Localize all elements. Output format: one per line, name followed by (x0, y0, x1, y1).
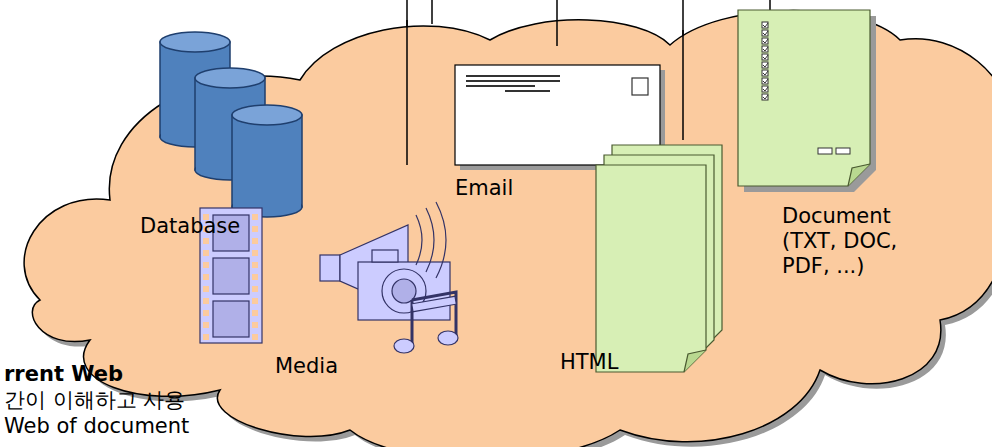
film-hole (203, 310, 209, 316)
checkmark (763, 79, 768, 83)
html-label: HTML (560, 350, 618, 375)
checkmark (763, 87, 768, 91)
film-hole (252, 298, 258, 304)
checkbox (762, 22, 768, 28)
checkbox (762, 94, 768, 100)
film-hole (203, 274, 209, 280)
film-hole (203, 238, 209, 244)
note-text: 간이 이해하고 사용 (4, 388, 185, 413)
checkbox (762, 54, 768, 60)
checkbox (762, 38, 768, 44)
film-hole (252, 274, 258, 280)
note-text: Web of document (4, 414, 189, 439)
film-hole (252, 286, 258, 292)
film-hole (203, 322, 209, 328)
media-label: Media (275, 354, 338, 379)
checkbox (762, 62, 768, 68)
film-hole (252, 334, 258, 340)
checkmark (763, 71, 768, 75)
film-hole (203, 286, 209, 292)
checkmark (763, 31, 768, 35)
document-icon (738, 10, 876, 192)
film-hole (203, 262, 209, 268)
film-hole (203, 334, 209, 340)
checkmark (763, 47, 768, 51)
checkmark (763, 55, 768, 59)
film-hole (252, 226, 258, 232)
checkbox (762, 30, 768, 36)
checkmark (763, 63, 768, 67)
checkmark (763, 39, 768, 43)
film-hole (203, 298, 209, 304)
heading-text: rrent Web (4, 362, 123, 387)
film-hole (252, 214, 258, 220)
checkmark (763, 95, 768, 99)
film-hole (252, 262, 258, 268)
film-hole (252, 250, 258, 256)
html-icon (596, 145, 722, 372)
database-icon (160, 32, 302, 217)
checkbox (762, 70, 768, 76)
checkbox (762, 78, 768, 84)
checkmark (763, 23, 768, 27)
checkbox (762, 86, 768, 92)
film-hole (252, 238, 258, 244)
email-label: Email (455, 176, 513, 201)
checkbox (762, 46, 768, 52)
film-hole (203, 250, 209, 256)
film-hole (252, 322, 258, 328)
cloud (24, 11, 992, 447)
database-label: Database (140, 214, 240, 239)
document-label: Document (TXT, DOC, PDF, ...) (782, 204, 912, 280)
film-hole (252, 310, 258, 316)
